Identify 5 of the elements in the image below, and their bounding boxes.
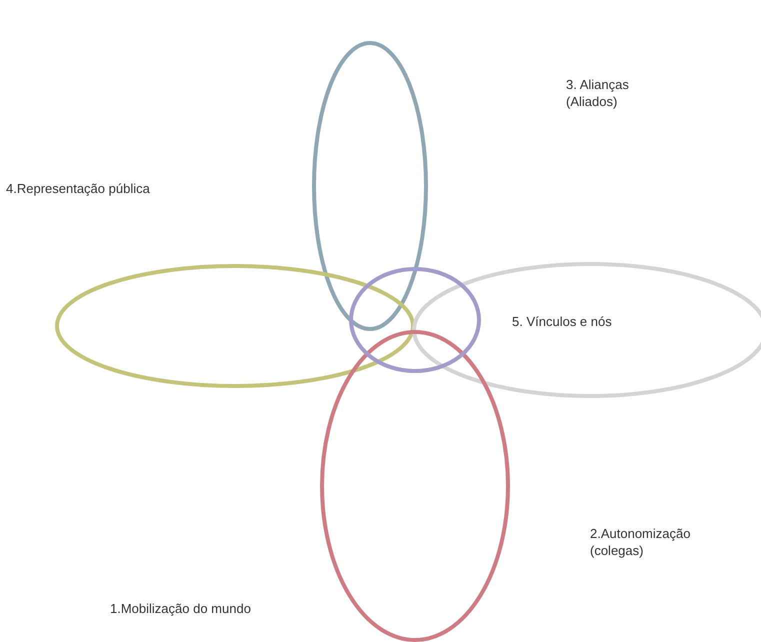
label: 3. Alianças (Aliados) bbox=[566, 76, 630, 110]
label: 4.Representação pública bbox=[6, 180, 151, 197]
label: 5. Vínculos e nós bbox=[512, 313, 613, 330]
label: 2.Autonomização (colegas) bbox=[590, 525, 692, 559]
label: 1.Mobilização do mundo bbox=[110, 600, 252, 617]
